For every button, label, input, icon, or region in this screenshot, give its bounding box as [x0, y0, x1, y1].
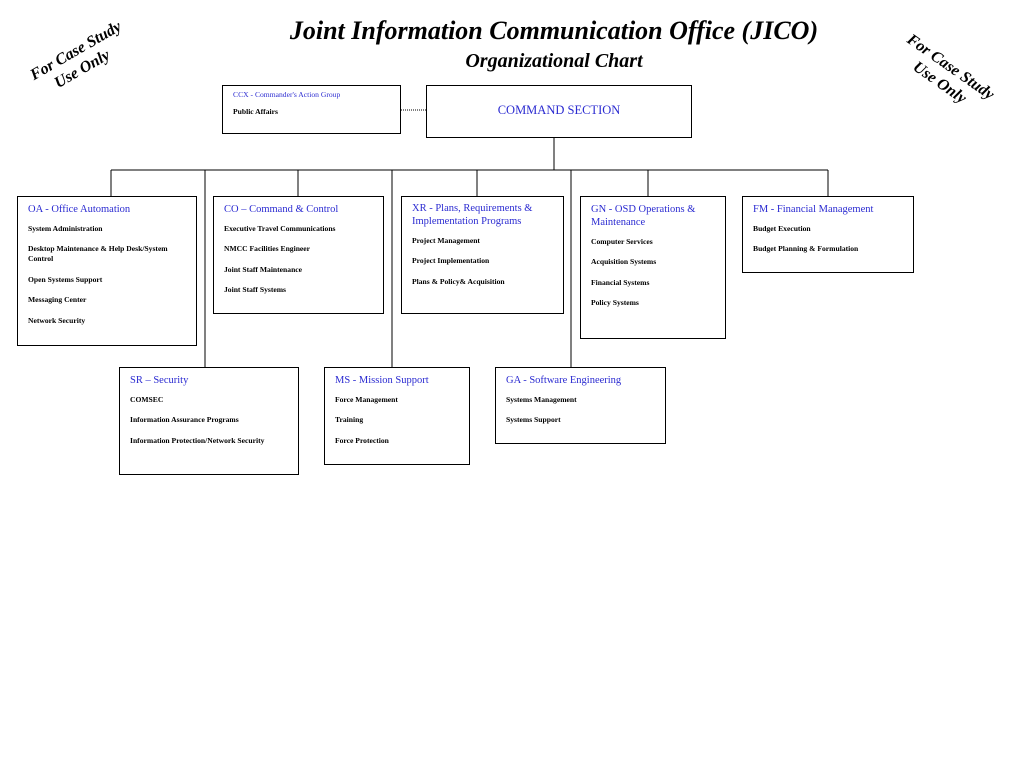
sr-item: COMSEC	[130, 395, 164, 404]
ccx-item: Public Affairs	[233, 107, 278, 116]
co-item: Joint Staff Systems	[224, 285, 287, 295]
command-section-heading: COMMAND SECTION	[497, 103, 621, 117]
chart-title: Joint Information Communication Office (…	[289, 16, 819, 45]
gn-item: Policy Systems	[591, 298, 639, 308]
ga-heading: GA - Software Engineering	[506, 375, 622, 386]
ccx-box: CCX - Commander's Action Group Public Af…	[222, 85, 401, 134]
fm-item: Budget Execution	[753, 224, 811, 233]
oa-item: Desktop Maintenance & Help Desk/System C…	[28, 244, 168, 264]
fm-heading: FM - Financial Management	[753, 204, 874, 215]
ms-item: Force Management	[335, 395, 398, 404]
co-item: Executive Travel Communications	[224, 224, 336, 233]
oa-item: Network Security	[28, 315, 86, 325]
ms-item: Training	[335, 415, 364, 425]
oa-item: Open Systems Support	[28, 274, 103, 284]
gn-item: Financial Systems	[591, 277, 650, 287]
gn-item: Computer Services	[591, 237, 653, 246]
ms-heading: MS - Mission Support	[335, 375, 429, 386]
sr-item: Information Assurance Programs	[130, 415, 239, 425]
fm-box: FM - Financial Management Budget Executi…	[742, 196, 914, 273]
command-section-box: COMMAND SECTION	[426, 85, 692, 138]
co-item: NMCC Facilities Engineer	[224, 244, 311, 254]
sr-box: SR – Security COMSEC Information Assuran…	[119, 367, 299, 475]
co-item: Joint Staff Maintenance	[224, 264, 303, 274]
gn-heading: GN - OSD Operations & Maintenance	[591, 204, 696, 228]
oa-heading: OA - Office Automation	[28, 204, 131, 215]
ms-box: MS - Mission Support Force Management Tr…	[324, 367, 470, 465]
oa-item: Messaging Center	[28, 295, 87, 305]
ga-box: GA - Software Engineering Systems Manage…	[495, 367, 666, 444]
chart-subtitle: Organizational Chart	[465, 50, 643, 72]
sr-item: Information Protection/Network Security	[130, 435, 265, 445]
ccx-heading: CCX - Commander's Action Group	[233, 90, 341, 99]
xr-item: Plans & Policy& Acquisition	[412, 276, 505, 286]
fm-item: Budget Planning & Formulation	[753, 244, 859, 254]
sr-heading: SR – Security	[130, 375, 189, 386]
xr-box: XR - Plans, Requirements & Implementatio…	[401, 196, 564, 314]
xr-heading: XR - Plans, Requirements & Implementatio…	[412, 203, 533, 227]
gn-box: GN - OSD Operations & Maintenance Comput…	[580, 196, 726, 339]
xr-item: Project Management	[412, 236, 480, 245]
ga-item: Systems Management	[506, 395, 577, 404]
oa-item: System Administration	[28, 224, 103, 233]
xr-item: Project Implementation	[412, 256, 490, 266]
co-heading: CO – Command & Control	[224, 204, 339, 215]
co-box: CO – Command & Control Executive Travel …	[213, 196, 384, 314]
oa-box: OA - Office Automation System Administra…	[17, 196, 197, 346]
ms-item: Force Protection	[335, 435, 389, 445]
gn-item: Acquisition Systems	[591, 257, 657, 267]
ga-item: Systems Support	[506, 415, 561, 425]
